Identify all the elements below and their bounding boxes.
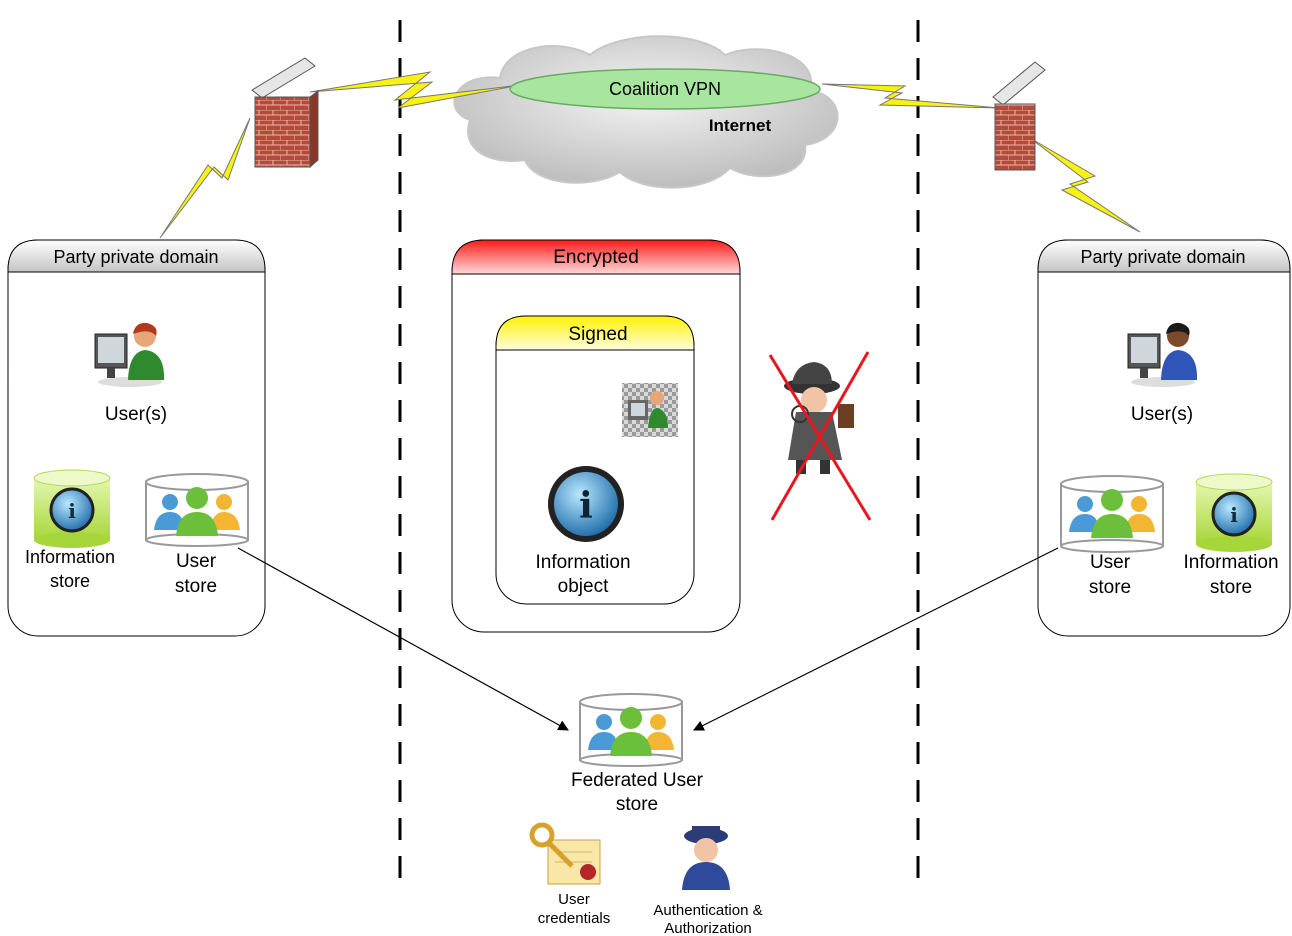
left-domain-box: Party private domain <box>7 239 266 637</box>
svg-text:i: i <box>68 499 76 523</box>
federated-label-2: store <box>616 794 658 815</box>
encrypted-title: Encrypted <box>553 247 639 268</box>
left-user-store-label-1: User <box>176 551 217 572</box>
left-user-store-label-2: store <box>175 576 217 597</box>
firewall-icon <box>992 61 1046 171</box>
left-users-label: User(s) <box>105 404 167 425</box>
guard-icon <box>682 826 730 890</box>
firewall-icon <box>251 57 319 169</box>
user-store-icon <box>1060 475 1164 553</box>
right-info-store-label-2: store <box>1210 577 1252 598</box>
right-domain-box: Party private domain <box>1037 239 1291 637</box>
left-federation-arrow <box>237 547 569 731</box>
cloud-icon <box>453 35 839 189</box>
svg-text:i: i <box>579 485 593 527</box>
vpn-ellipse <box>509 68 821 110</box>
right-users-label: User(s) <box>1131 404 1193 425</box>
internet-label: Internet <box>709 116 772 135</box>
signature-user-icon <box>622 383 678 437</box>
left-info-store-label-2: store <box>50 571 90 591</box>
user-computer-icon <box>1127 322 1198 387</box>
user-store-icon <box>145 473 249 547</box>
vpn-label: Coalition VPN <box>609 79 721 99</box>
federated-label-1: Federated User <box>571 770 704 791</box>
info-object-label-2: object <box>558 576 609 597</box>
information-store-icon: i <box>33 469 111 548</box>
information-object-icon: i <box>548 466 624 542</box>
authz-label-2: Authorization <box>664 920 752 936</box>
signed-title: Signed <box>568 324 627 345</box>
information-store-icon: i <box>1195 473 1273 552</box>
right-user-store-label-2: store <box>1089 577 1131 598</box>
user-computer-icon <box>94 322 165 387</box>
authz-label-1: Authentication & <box>653 902 762 919</box>
spy-icon <box>784 362 854 474</box>
user-store-icon <box>579 693 683 767</box>
credentials-label-1: User <box>558 891 590 908</box>
left-info-store-label-1: Information <box>25 547 115 567</box>
right-info-store-label-1: Information <box>1183 552 1278 573</box>
blocked-x-icon <box>768 351 872 521</box>
key-certificate-icon <box>529 822 601 885</box>
svg-text:i: i <box>1230 503 1238 527</box>
right-federation-arrow <box>693 547 1059 731</box>
right-domain-title: Party private domain <box>1080 247 1245 267</box>
left-domain-title: Party private domain <box>53 247 218 267</box>
right-user-store-label-1: User <box>1090 552 1131 573</box>
credentials-label-2: credentials <box>538 910 611 927</box>
info-object-label-1: Information <box>535 552 630 573</box>
